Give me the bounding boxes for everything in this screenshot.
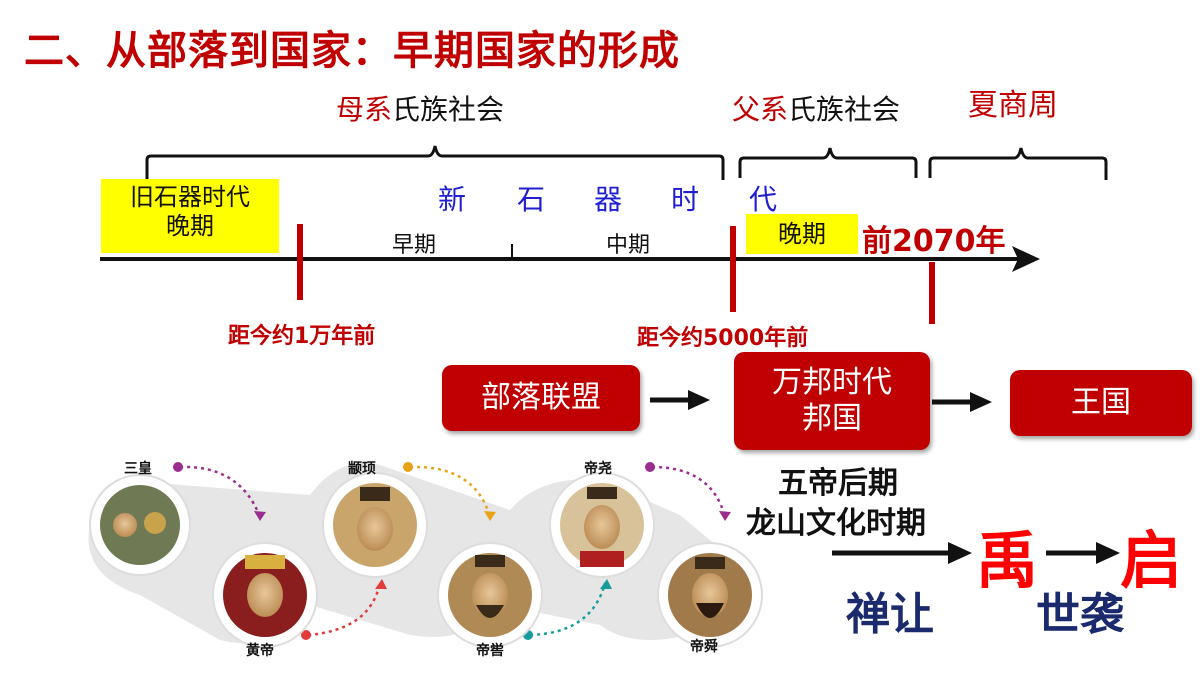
portrait-zhuanxu <box>322 472 428 578</box>
portrait-diyao <box>549 472 655 578</box>
portrait-dishun <box>657 542 763 648</box>
neolithic-char-5: 代 <box>749 183 778 216</box>
timeline-graphic <box>100 145 1108 324</box>
diku-label: 帝喾 <box>476 643 504 659</box>
arrow-yu-to-qi <box>1046 542 1120 564</box>
huangdi-label: 黄帝 <box>246 643 274 659</box>
portrait-huangdi <box>212 542 318 648</box>
paleolithic-line1: 旧石器时代 <box>130 183 250 211</box>
qi-label: 启 <box>1120 524 1183 597</box>
sanhuang-label: 三皇 <box>124 461 152 477</box>
neolithic-char-2: 石 <box>517 183 546 216</box>
wanbang-box: 万邦时代 邦国 <box>734 352 930 450</box>
paleolithic-box: 旧石器时代 晚期 <box>101 179 279 253</box>
diyao-label: 帝尧 <box>584 461 612 477</box>
ago-5000-label: 距今约5000年前 <box>637 326 809 351</box>
yu-label: 禹 <box>976 524 1039 597</box>
arrow-wanbang-to-kingdom <box>932 392 992 412</box>
patriarchal-prefix: 父系 <box>732 93 789 126</box>
patriarchal-brace <box>738 147 918 178</box>
tribal-alliance-box: 部落联盟 <box>442 365 640 431</box>
arrow-alliance-to-wanbang <box>650 390 710 410</box>
xia-brace <box>928 147 1108 180</box>
wanbang-line2: 邦国 <box>802 401 862 436</box>
abdication-label: 禅让 <box>846 589 934 640</box>
neolithic-char-1: 新 <box>438 183 467 216</box>
portrait-sanhuang <box>89 474 191 576</box>
hereditary-label: 世袭 <box>1036 589 1124 640</box>
timeline-arrowhead <box>1012 246 1040 272</box>
matriarchal-brace <box>145 145 725 180</box>
rulers-graphic <box>88 462 763 648</box>
early-period-label: 早期 <box>392 233 437 258</box>
stage-arrows <box>650 390 1120 564</box>
ago-10000-label: 距今约1万年前 <box>228 324 376 349</box>
zhuanxu-label: 颛顼 <box>348 461 376 477</box>
page-title: 二、从部落到国家：早期国家的形成 <box>24 28 680 74</box>
wanbang-line1: 万邦时代 <box>772 365 892 400</box>
longshan-culture-label: 龙山文化时期 <box>746 506 926 541</box>
paleolithic-line2: 晚期 <box>166 211 214 240</box>
xia-shang-zhou-label: 夏商周 <box>968 88 1058 123</box>
patriarchal-suffix: 氏族社会 <box>788 93 901 126</box>
patriarchal-label: 父系氏族社会 <box>732 88 900 128</box>
neolithic-char-4: 时 <box>671 183 700 216</box>
dotted-arrows <box>173 462 731 640</box>
late-period-box: 晚期 <box>746 214 858 254</box>
matriarchal-label: 母系氏族社会 <box>336 88 504 128</box>
dishun-label: 帝舜 <box>690 639 718 655</box>
bce-2070-label: 前2070年 <box>862 224 1006 259</box>
neolithic-char-3: 器 <box>594 183 623 216</box>
middle-period-label: 中期 <box>606 233 651 258</box>
wudi-late-label: 五帝后期 <box>778 466 898 501</box>
matriarchal-suffix: 氏族社会 <box>392 93 505 126</box>
matriarchal-prefix: 母系 <box>336 93 393 126</box>
kingdom-box: 王国 <box>1010 370 1192 436</box>
portrait-diku <box>437 542 543 648</box>
arrow-to-yu <box>832 542 972 564</box>
